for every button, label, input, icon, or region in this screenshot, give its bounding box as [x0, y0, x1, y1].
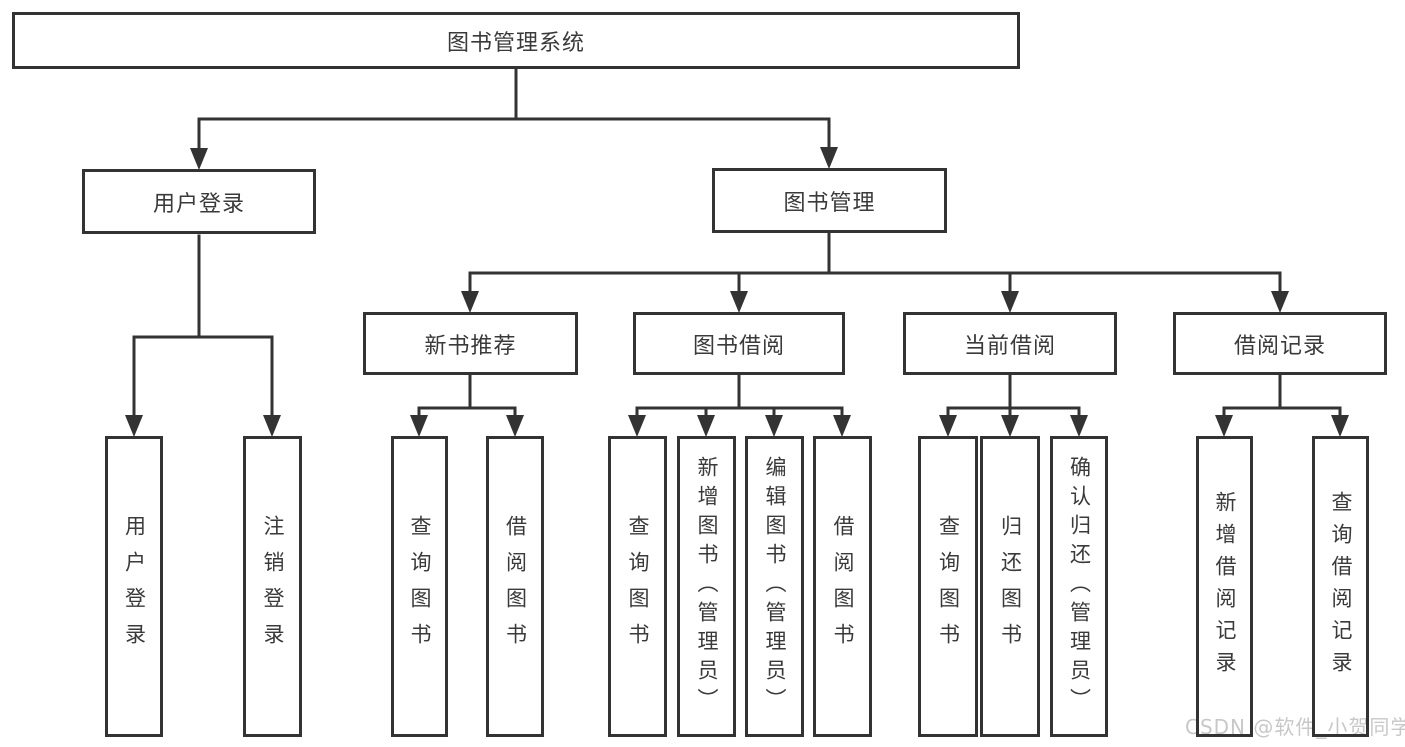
- leaf-label: 确认归还（管理员）: [1067, 456, 1092, 717]
- node-label: 借阅记录: [1233, 333, 1326, 359]
- arrow-down-icon: [1001, 291, 1019, 313]
- leaf-user-login: 用户登录: [105, 436, 163, 737]
- leaf-query-borrow-record: 查询借阅记录: [1312, 436, 1369, 737]
- leaf-confirm-return-admin: 确认归还（管理员）: [1050, 436, 1108, 737]
- arrow-down-icon: [820, 147, 838, 169]
- leaf-add-borrow-record: 新增借阅记录: [1196, 436, 1253, 737]
- leaf-label: 用户登录: [122, 514, 147, 659]
- leaf-label: 查询图书: [408, 514, 432, 659]
- node-borrowing-records: 借阅记录: [1173, 312, 1387, 375]
- arrow-down-icon: [628, 415, 646, 437]
- leaf-add-books-admin: 新增图书（管理员）: [677, 436, 736, 737]
- node-label: 图书管理: [783, 190, 876, 216]
- watermark: CSDN @软件_小贺同学: [1185, 715, 1405, 739]
- leaf-label: 借阅图书: [503, 514, 528, 659]
- leaf-label: 查询图书: [626, 514, 650, 659]
- leaf-borrow-books-recommend: 借阅图书: [486, 436, 544, 737]
- leaf-label: 新增借阅记录: [1213, 490, 1237, 683]
- node-book-management: 图书管理: [712, 168, 947, 233]
- arrow-down-icon: [1001, 415, 1019, 437]
- node-library-management-system: 图书管理系统: [12, 12, 1020, 69]
- leaf-borrow-books-borrowing: 借阅图书: [813, 436, 872, 737]
- arrow-down-icon: [1070, 415, 1088, 437]
- leaf-query-books-recommend: 查询图书: [391, 436, 448, 737]
- arrow-down-icon: [1271, 291, 1289, 313]
- node-new-book-recommendation: 新书推荐: [363, 312, 578, 375]
- arrow-down-icons: [125, 147, 1349, 437]
- leaf-query-books-current: 查询图书: [918, 436, 978, 737]
- arrow-down-icon: [730, 291, 748, 313]
- arrow-down-icon: [461, 291, 479, 313]
- arrow-down-icon: [765, 415, 783, 437]
- leaf-label: 归还图书: [998, 514, 1023, 659]
- connector-new-book-split: [417, 373, 517, 421]
- leaf-edit-books-admin: 编辑图书（管理员）: [745, 436, 804, 737]
- arrow-down-icon: [939, 415, 957, 437]
- arrow-down-icon: [1331, 415, 1349, 437]
- connector-borrow-record-split: [1222, 373, 1342, 421]
- leaf-label: 查询图书: [936, 514, 961, 659]
- connector-root-to-level2: [197, 67, 831, 152]
- connector-book-borrow-split: [635, 373, 844, 421]
- node-label: 当前借阅: [963, 333, 1056, 359]
- arrow-down-icon: [410, 415, 428, 437]
- node-user-login: 用户登录: [82, 169, 316, 234]
- arrow-down-icon: [263, 415, 281, 437]
- node-current-borrowing: 当前借阅: [903, 312, 1117, 375]
- leaf-label: 编辑图书（管理员）: [763, 456, 787, 717]
- arrow-down-icon: [833, 415, 851, 437]
- arrow-down-icon: [125, 415, 143, 437]
- node-label: 新书推荐: [424, 333, 517, 359]
- connector-user-login-split: [132, 234, 274, 419]
- node-label: 图书借阅: [692, 333, 785, 359]
- node-label: 用户登录: [152, 191, 245, 217]
- leaf-logout: 注销登录: [243, 436, 302, 737]
- arrow-down-icon: [1215, 415, 1233, 437]
- arrow-down-icon: [190, 148, 208, 170]
- leaf-label: 借阅图书: [831, 514, 855, 659]
- leaf-return-books: 归还图书: [980, 436, 1040, 737]
- arrow-down-icon: [506, 415, 524, 437]
- leaf-label: 新增图书（管理员）: [695, 456, 719, 717]
- connector-book-management-split: [468, 231, 1282, 295]
- leaf-label: 查询借阅记录: [1329, 490, 1353, 683]
- node-label: 图书管理系统: [446, 30, 585, 56]
- node-book-borrowing: 图书借阅: [633, 312, 845, 375]
- leaf-query-books-borrowing: 查询图书: [608, 436, 667, 737]
- connector-current-borrow-split: [946, 373, 1081, 421]
- arrow-down-icon: [697, 415, 715, 437]
- leaf-label: 注销登录: [261, 514, 285, 659]
